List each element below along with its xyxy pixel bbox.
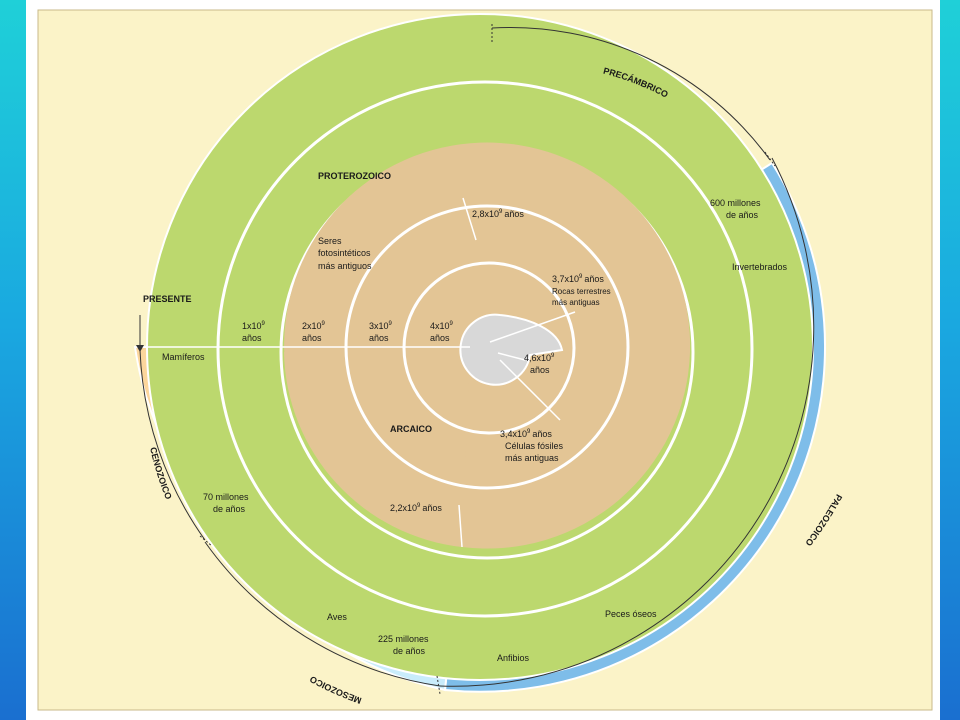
- time-4e9-unit: años: [430, 333, 450, 343]
- mesozoic-arc: [204, 541, 441, 687]
- rocas-label-line2: más antiguas: [552, 298, 600, 307]
- celulas-label-line2: más antiguas: [505, 453, 559, 463]
- proterozoic-title: PROTEROZOICO: [318, 171, 391, 181]
- paleozoic-arc: [439, 157, 815, 687]
- m70-label-line1: 70 millones: [203, 492, 249, 502]
- mamiferos-label: Mamíferos: [162, 352, 205, 362]
- earth-origin-blob: [459, 313, 564, 386]
- time-2e9: 2x109: [302, 321, 326, 331]
- time-1e9: 1x109: [242, 321, 266, 331]
- time-4-6e9: 4,6x109: [524, 353, 555, 363]
- anfibios-label: Anfibios: [497, 653, 530, 663]
- seres-label-line1: Seres: [318, 236, 342, 246]
- tick-precambrian-end: [764, 151, 776, 167]
- peces-label: Peces óseos: [605, 609, 657, 619]
- marker-4-6: [497, 352, 526, 361]
- rocas-label-line1: Rocas terrestres: [552, 287, 611, 296]
- precambrian-arc: [491, 26, 771, 161]
- aves-label: Aves: [327, 612, 347, 622]
- time-3e9-unit: años: [369, 333, 389, 343]
- m70-label-line2: de años: [213, 504, 246, 514]
- m225-label-line1: 225 millones: [378, 634, 429, 644]
- marker-3-4: [499, 359, 561, 421]
- archaic-title: ARCAICO: [390, 424, 432, 434]
- m600-label-line1: 600 millones: [710, 198, 761, 208]
- invertebrados-label: Invertebrados: [732, 262, 788, 272]
- seres-label-line3: más antiguos: [318, 261, 372, 271]
- time-4-6e9-unit: años: [530, 365, 550, 375]
- marker-3-7: [489, 311, 576, 343]
- m600-label-line2: de años: [726, 210, 759, 220]
- time-3e9: 3x109: [369, 321, 393, 331]
- celulas-label-line1: Células fósiles: [505, 441, 564, 451]
- marker-2-2: [458, 504, 463, 548]
- cenozoic-arc: [139, 349, 206, 541]
- tick-mesozoic-start: [436, 675, 441, 695]
- spiral-ring-4: [402, 261, 576, 435]
- tick-cenozoic-start: [199, 535, 213, 547]
- presente-label: PRESENTE: [143, 294, 192, 304]
- time-4e9: 4x109: [430, 321, 454, 331]
- m225-label-line2: de años: [393, 646, 426, 656]
- time-2e9-unit: años: [302, 333, 322, 343]
- spiral-ring-1: [216, 80, 754, 618]
- seres-label-line2: fotosintéticos: [318, 248, 371, 258]
- presente-arrowhead: [136, 345, 144, 352]
- marker-2-8: [462, 197, 477, 241]
- time-1e9-unit: años: [242, 333, 262, 343]
